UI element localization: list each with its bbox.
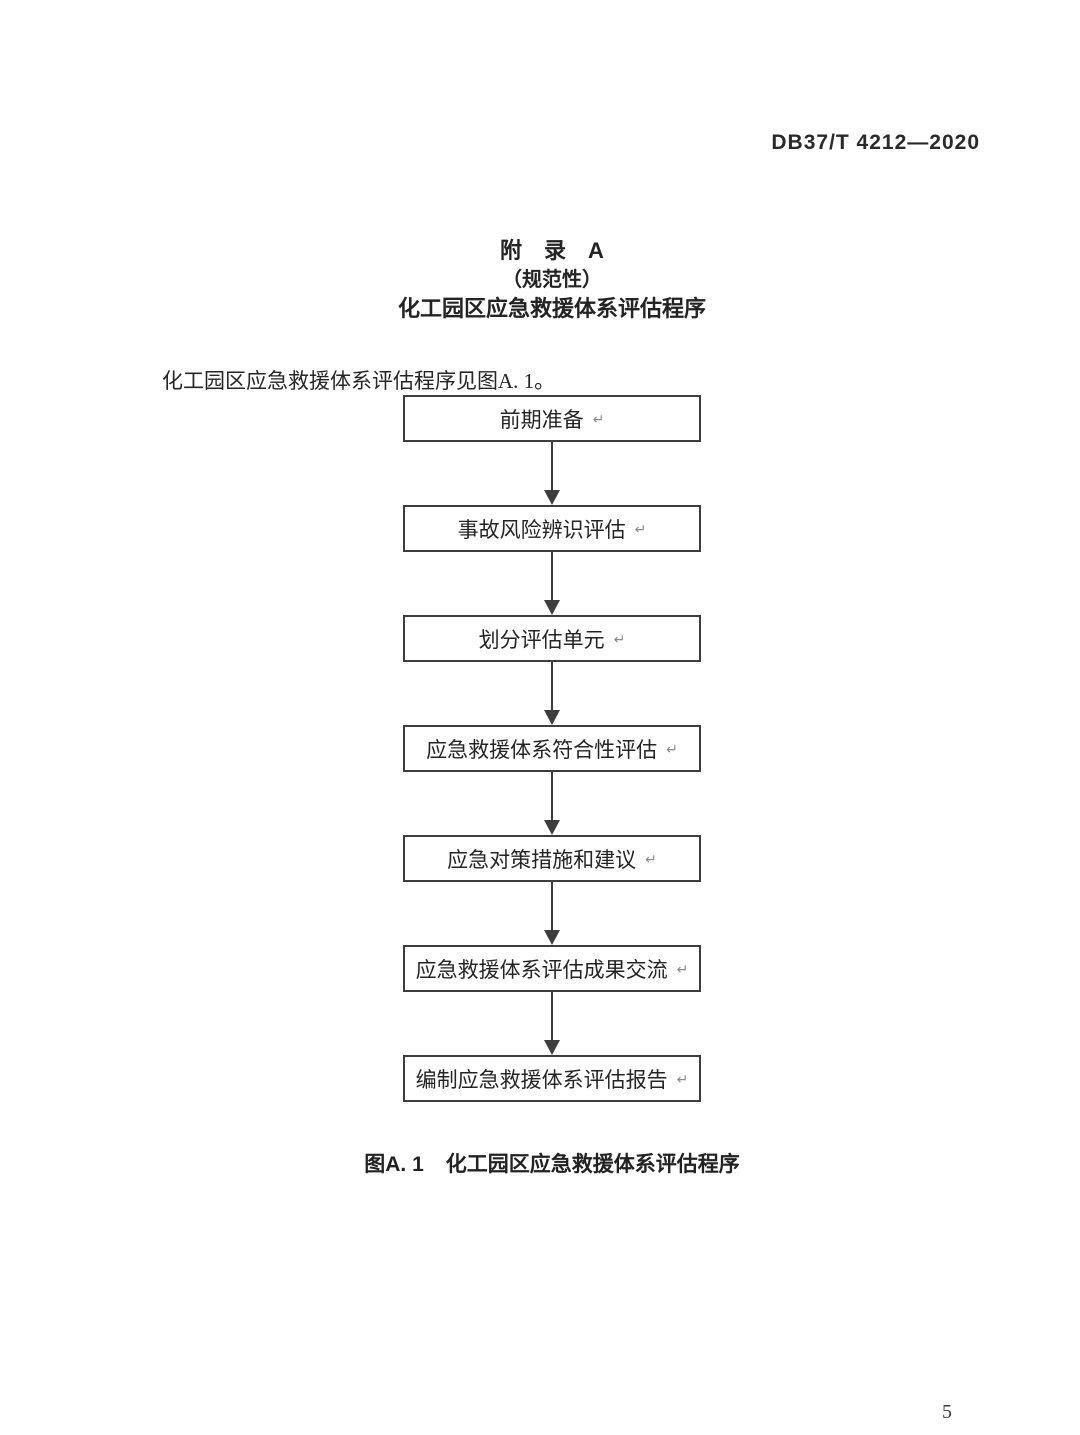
paragraph-return-icon: ↵ <box>676 1071 689 1088</box>
appendix-title: 附 录 A <box>500 238 604 263</box>
appendix-heading: 化工园区应急救援体系评估程序 <box>397 296 706 321</box>
figure-caption: 图A. 1 化工园区应急救援体系评估程序 <box>0 1148 1080 1178</box>
appendix-normative-label: （规范性） <box>502 269 602 291</box>
arrow-head-icon <box>544 600 560 615</box>
figure-caption-label: 图A. 1 <box>364 1153 424 1176</box>
page-number: 5 <box>942 1401 952 1423</box>
flow-step-risk-identification: 事故风险辨识评估 ↵ <box>403 505 701 552</box>
arrow-head-icon <box>544 710 560 725</box>
flow-step-preliminary-preparation: 前期准备 ↵ <box>403 395 701 442</box>
flow-step-compile-report: 编制应急救援体系评估报告 ↵ <box>403 1055 701 1102</box>
paragraph-return-icon: ↵ <box>634 521 647 538</box>
flow-step-countermeasures-suggestions: 应急对策措施和建议 ↵ <box>403 835 701 882</box>
figure-caption-title: 化工园区应急救援体系评估程序 <box>445 1153 740 1176</box>
down-arrow <box>544 662 560 725</box>
flow-step-label: 应急对策措施和建议 <box>447 847 637 872</box>
flow-step-label: 应急救援体系评估成果交流 <box>415 957 668 982</box>
arrow-line <box>551 442 553 490</box>
flow-step-label: 编制应急救援体系评估报告 <box>415 1067 668 1092</box>
arrow-head-icon <box>544 1040 560 1055</box>
flowchart: 前期准备 ↵ 事故风险辨识评估 ↵ 划分评估单元 ↵ 应急救援体系符合性评估 ↵ <box>0 395 1080 1102</box>
paragraph-return-icon: ↵ <box>676 961 689 978</box>
arrow-line <box>551 662 553 710</box>
paragraph-return-icon: ↵ <box>666 741 678 758</box>
flow-step-label: 前期准备 <box>499 407 584 432</box>
down-arrow <box>544 552 560 615</box>
down-arrow <box>544 882 560 945</box>
flow-step-evaluation-units: 划分评估单元 ↵ <box>403 615 701 662</box>
arrow-line <box>551 882 553 930</box>
flow-step-label: 划分评估单元 <box>478 627 605 652</box>
arrow-head-icon <box>544 820 560 835</box>
flow-step-results-exchange: 应急救援体系评估成果交流 ↵ <box>403 945 701 992</box>
flow-step-label: 应急救援体系符合性评估 <box>426 737 658 762</box>
down-arrow <box>544 992 560 1055</box>
paragraph-return-icon: ↵ <box>592 411 605 428</box>
intro-paragraph: 化工园区应急救援体系评估程序见图A. 1。 <box>162 369 556 393</box>
paragraph-return-icon: ↵ <box>613 631 626 648</box>
standard-code-header: DB37/T 4212—2020 <box>771 131 980 154</box>
arrow-head-icon <box>544 930 560 945</box>
arrow-line <box>551 772 553 820</box>
flow-step-label: 事故风险辨识评估 <box>457 517 626 542</box>
flow-step-conformity-evaluation: 应急救援体系符合性评估 ↵ <box>403 725 701 772</box>
paragraph-return-icon: ↵ <box>645 851 657 868</box>
arrow-head-icon <box>544 490 560 505</box>
down-arrow <box>544 772 560 835</box>
arrow-line <box>551 552 553 600</box>
arrow-line <box>551 992 553 1040</box>
down-arrow <box>544 442 560 505</box>
